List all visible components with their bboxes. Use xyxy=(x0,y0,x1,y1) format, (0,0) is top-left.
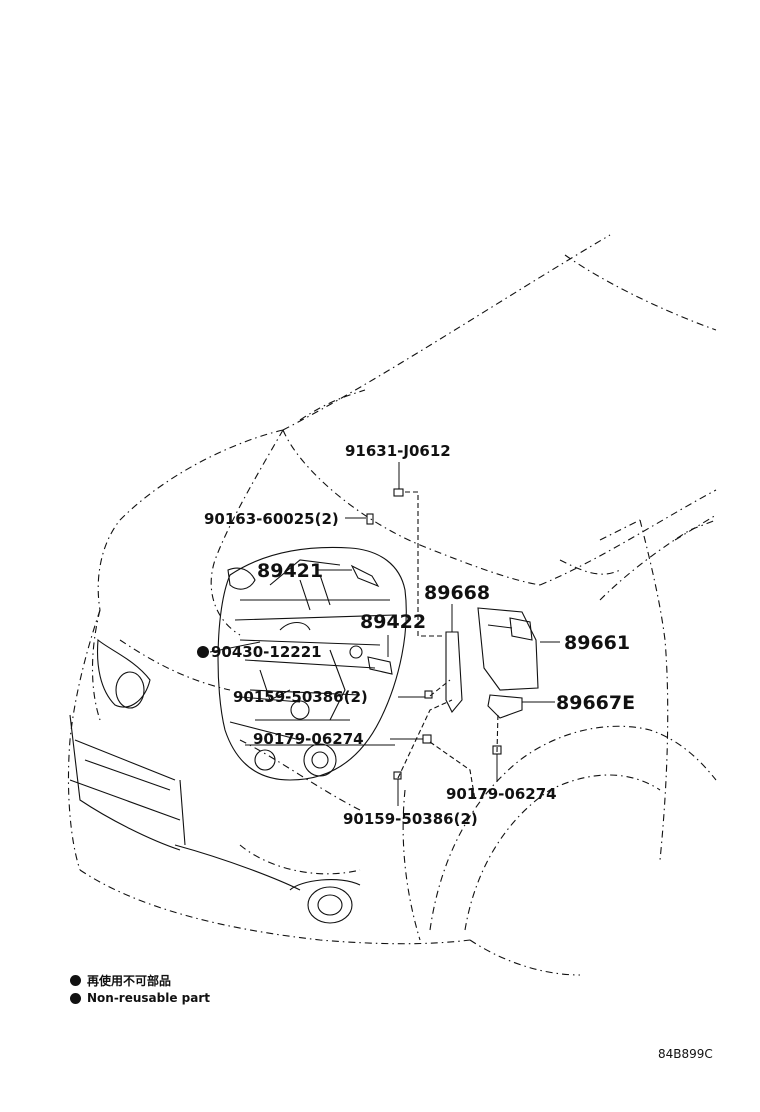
bullet-icon xyxy=(70,992,81,1004)
part-label-89421: 89421 xyxy=(257,560,323,582)
non-reusable-marker xyxy=(197,646,209,658)
component-shapes xyxy=(349,488,539,780)
leader-lines xyxy=(209,462,560,806)
part-label-89668: 89668 xyxy=(424,582,490,604)
bracket-89668-icon xyxy=(445,631,463,713)
part-label-89667E: 89667E xyxy=(556,692,635,714)
bolt-90159-a-icon xyxy=(424,690,433,699)
headlamp-outline xyxy=(97,638,361,924)
part-labels: 91631-J0612 90163-60025(2) 89421 89668 8… xyxy=(197,442,635,828)
ecu-89661-icon xyxy=(477,607,539,691)
front-bumper-outline xyxy=(69,714,301,891)
car-body-outline xyxy=(67,234,717,976)
bullet-icon xyxy=(70,975,81,986)
sensor-89422-icon xyxy=(367,656,393,675)
bolt-90159-b-icon xyxy=(393,771,402,780)
part-label-90159-a: 90159-50386(2) xyxy=(233,688,368,706)
screw-90163-icon xyxy=(366,513,374,525)
legend-english-text: Non-reusable part xyxy=(87,991,211,1005)
nut-90179-a-icon xyxy=(422,734,432,744)
bracket-89667E-icon xyxy=(487,694,523,719)
bolt-91631-icon xyxy=(393,488,404,497)
legend-japanese-text: 再使用不可部品 xyxy=(87,974,172,988)
sensor-89421-icon xyxy=(350,564,380,588)
legend-japanese: 再使用不可部品 xyxy=(70,972,171,989)
part-label-89661: 89661 xyxy=(564,632,630,654)
part-label-90179-b: 90179-06274 xyxy=(446,785,557,803)
part-label-90163: 90163-60025(2) xyxy=(204,510,339,528)
figure-code: 84B899C xyxy=(658,1047,713,1061)
legend-english: Non-reusable part xyxy=(70,991,210,1005)
part-label-90430: 90430-12221 xyxy=(211,643,322,661)
part-label-90159-b: 90159-50386(2) xyxy=(343,810,478,828)
part-label-89422: 89422 xyxy=(360,611,426,633)
part-label-90179-a: 90179-06274 xyxy=(253,730,364,748)
engine-assembly xyxy=(217,546,407,781)
part-label-91631: 91631-J0612 xyxy=(345,442,451,460)
